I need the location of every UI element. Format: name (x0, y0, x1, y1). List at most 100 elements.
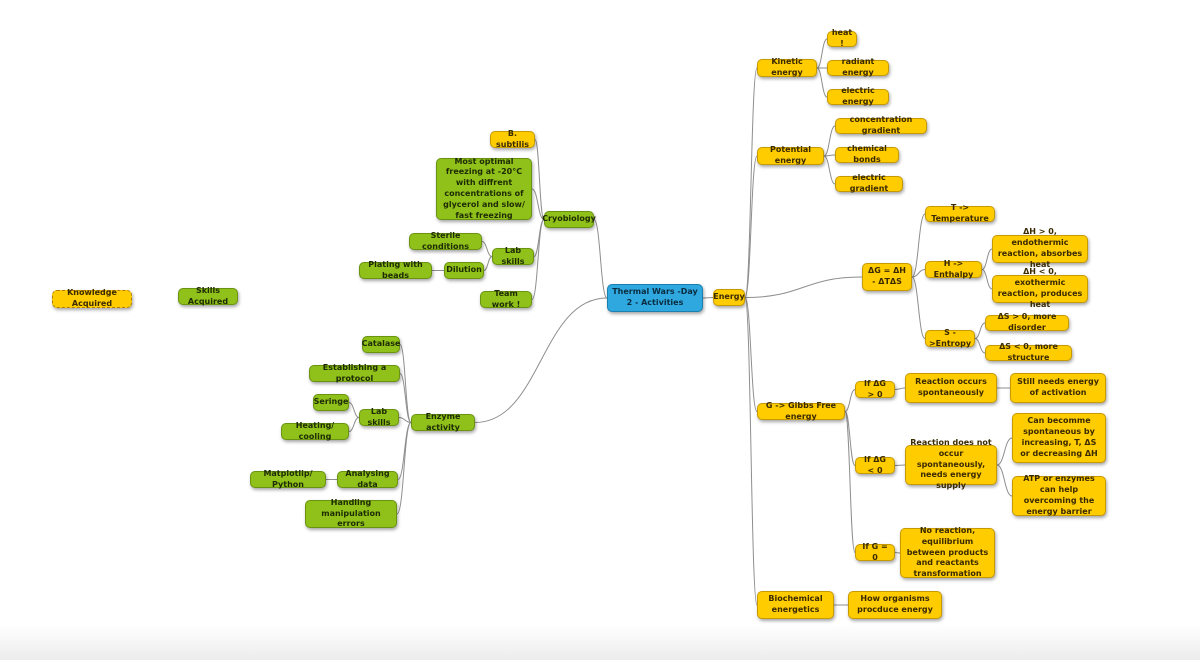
temperature-node[interactable]: T -> Temperature (925, 203, 995, 223)
connector-kinetic-heat (816, 38, 828, 69)
reaction-occurs-node-label: Reaction occurs spontaneously (915, 377, 987, 397)
endothermic-node[interactable]: ΔH > 0, endothermic reaction, absorbes h… (992, 227, 1088, 269)
if-g-zero-node[interactable]: If G = 0 (855, 541, 895, 562)
entropy-structure-node-label: ΔS < 0, more structure (999, 342, 1058, 362)
entropy-node-label: S ->Entropy (928, 327, 972, 348)
connector-if_zero-noreact (894, 552, 901, 554)
connector-dg-s (911, 276, 926, 339)
connector-notoccur-become (996, 437, 1013, 466)
chemical-bonds-node-label: chemical bonds (847, 144, 887, 164)
electric-gradient-node[interactable]: electric gradient (835, 173, 903, 193)
connector-cryo-team (531, 219, 545, 300)
reaction-occurs-node[interactable]: Reaction occurs spontaneously (905, 373, 997, 403)
no-reaction-node[interactable]: No reaction, equilibrium between product… (900, 526, 995, 579)
potential-energy-node[interactable]: Potential energy (757, 145, 824, 165)
biochemical-energetics-node[interactable]: Biochemical energetics (757, 591, 834, 619)
entropy-structure-node[interactable]: ΔS < 0, more structure (985, 342, 1072, 362)
if-dg-negative-node[interactable]: If ΔG < 0 (855, 454, 895, 475)
connector-energy-kinetic (744, 67, 758, 298)
heat-node-label: heat ! (831, 28, 853, 48)
energy-node[interactable]: Energy (713, 289, 745, 306)
connector-lab1-dilution (483, 256, 493, 271)
cryo-lab-skills-node[interactable]: Lab skills (492, 246, 534, 266)
activation-energy-node-label: Still needs energy of activation (1017, 377, 1099, 397)
knowledge-acquired-node[interactable]: Knowledge Acquired (52, 288, 132, 308)
chemical-bonds-node[interactable]: chemical bonds (835, 144, 899, 164)
if-dg-positive-node-label: If ΔG > 0 (864, 378, 886, 399)
electric-energy-node-label: electric energy (841, 86, 875, 106)
dilution-node[interactable]: Dilution (444, 262, 484, 279)
electric-energy-node[interactable]: electric energy (827, 86, 889, 106)
atp-enzymes-node[interactable]: ATP or enzymes can help overcoming the e… (1012, 474, 1106, 516)
gibbs-equation-node[interactable]: ΔG = ΔH - ΔTΔS (862, 263, 912, 291)
if-g-zero-node-label: If G = 0 (862, 541, 888, 562)
handling-errors-node-label: Handling manipulation errors (321, 497, 381, 529)
connector-energy-potential (744, 155, 758, 298)
connector-enzyme-catalase (399, 344, 412, 423)
enthalpy-node[interactable]: H -> Enthalpy (925, 259, 982, 279)
no-reaction-node-label: No reaction, equilibrium between product… (906, 526, 989, 579)
if-dg-negative-node-label: If ΔG < 0 (864, 454, 886, 475)
how-organisms-node[interactable]: How organisms procduce energy (848, 591, 942, 619)
connector-center-cryo (593, 219, 608, 299)
exothermic-node-label: ΔH < 0, exothermic reaction, produces he… (997, 267, 1083, 309)
concentration-gradient-node-label: concentration gradient (849, 115, 913, 135)
enzyme-activity-node[interactable]: Enzyme activity (411, 412, 475, 432)
sterile-conditions-node[interactable]: Sterile conditions (409, 231, 482, 251)
heating-cooling-node[interactable]: Heating/ cooling (281, 421, 349, 441)
connector-energy-biochem (744, 297, 758, 606)
connector-if_pos-occurs (894, 387, 906, 390)
reaction-not-occur-node[interactable]: Reaction does not occur spontaneously, n… (905, 438, 997, 490)
analysing-data-node[interactable]: Analysing data (337, 468, 398, 489)
plating-beads-node[interactable]: Plating with beads (359, 260, 432, 280)
potential-energy-node-label: Potential energy (769, 145, 811, 165)
connector-potential-conc (823, 125, 836, 157)
enzyme-lab-skills-node[interactable]: Lab skills (359, 407, 399, 427)
optimal-freezing-node[interactable]: Most optimal freezing at -20°C with diff… (436, 156, 532, 220)
gibbs-free-energy-node[interactable]: G -> Gibbs Free energy (757, 401, 845, 421)
entropy-disorder-node[interactable]: ΔS > 0, more disorder (985, 312, 1069, 332)
connector-enzyme-lab2 (398, 417, 412, 423)
connector-dg-h (911, 269, 926, 278)
if-dg-positive-node[interactable]: If ΔG > 0 (855, 378, 895, 399)
matplotlib-python-node-label: Matplotlip/ Python (263, 468, 313, 489)
connector-s-ds_pos (974, 322, 986, 339)
central-topic-node[interactable]: Thermal Wars -Day 2 - Activities (607, 284, 703, 312)
catalase-node[interactable]: Catalase (362, 336, 400, 353)
cryobiology-node-label: Cryobiology (542, 214, 596, 224)
connector-cryo-bsub (534, 139, 545, 220)
radiant-energy-node[interactable]: radiant energy (827, 57, 889, 77)
handling-errors-node[interactable]: Handling manipulation errors (305, 497, 397, 529)
exothermic-node[interactable]: ΔH < 0, exothermic reaction, produces he… (992, 267, 1088, 309)
seringe-node[interactable]: Seringe (313, 394, 349, 411)
electric-gradient-node-label: electric gradient (849, 173, 889, 193)
skills-acquired-node[interactable]: Skills Acquired (178, 286, 238, 306)
cryobiology-node[interactable]: Cryobiology (542, 211, 596, 228)
connector-lab2-seringe (348, 402, 360, 418)
b-subtilis-node-label: B. subtilis (496, 128, 529, 149)
analysing-data-node-label: Analysing data (345, 468, 390, 489)
matplotlib-python-node[interactable]: Matplotlip/ Python (250, 468, 326, 489)
establishing-protocol-node[interactable]: Establishing a protocol (309, 363, 400, 383)
connector-enzyme-handling (396, 422, 412, 515)
heat-node[interactable]: heat ! (827, 28, 857, 48)
kinetic-energy-node[interactable]: Kinetic energy (757, 57, 817, 77)
become-spontaneous-node[interactable]: Can becomme spontaneous by increasing, T… (1012, 413, 1106, 463)
connector-center-enzyme (474, 297, 608, 423)
seringe-node-label: Seringe (313, 397, 349, 407)
connector-h-dh_pos (981, 248, 993, 270)
concentration-gradient-node[interactable]: concentration gradient (835, 115, 927, 135)
optimal-freezing-node-label: Most optimal freezing at -20°C with diff… (443, 156, 525, 220)
team-work-node[interactable]: Team work ! (480, 289, 532, 309)
entropy-node[interactable]: S ->Entropy (925, 327, 975, 348)
reaction-not-occur-node-label: Reaction does not occur spontaneously, n… (910, 438, 992, 491)
radiant-energy-node-label: radiant energy (841, 57, 875, 77)
connector-energy-gibbs (744, 297, 758, 412)
b-subtilis-node[interactable]: B. subtilis (490, 128, 535, 149)
connector-cryo-optimal (531, 188, 545, 220)
how-organisms-node-label: How organisms procduce energy (857, 594, 933, 614)
activation-energy-node[interactable]: Still needs energy of activation (1010, 373, 1106, 403)
biochemical-energetics-node-label: Biochemical energetics (768, 594, 823, 614)
kinetic-energy-node-label: Kinetic energy (771, 57, 803, 77)
